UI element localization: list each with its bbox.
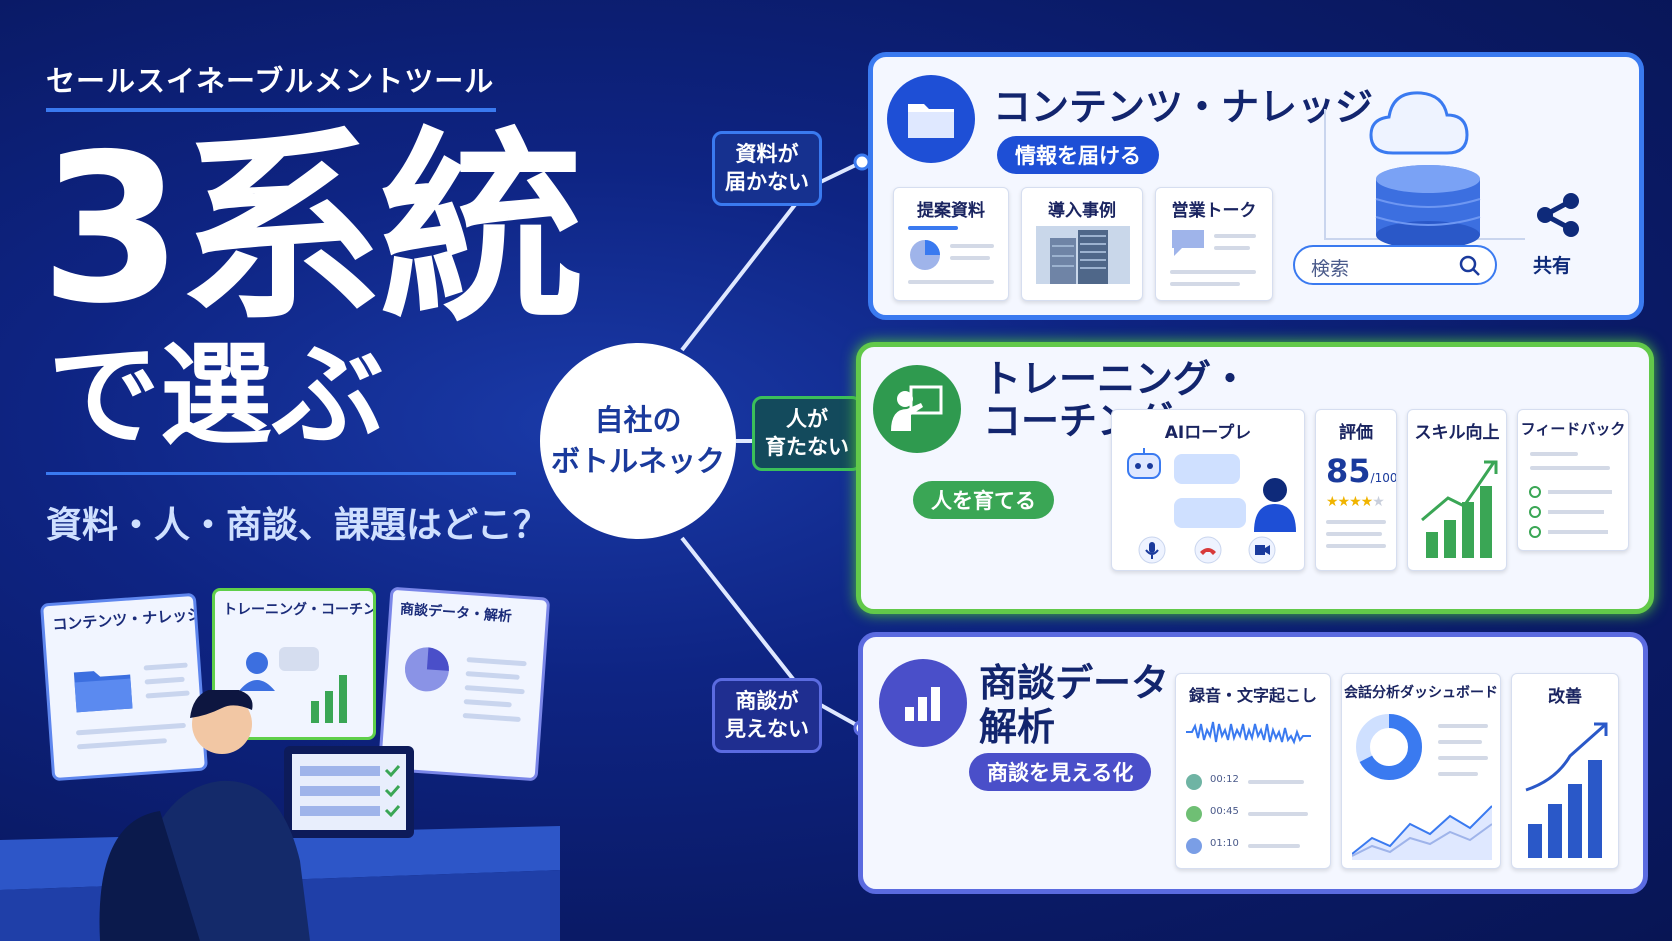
timestamp: 01:10 [1210,838,1239,849]
person-at-desk-illustration [0,690,560,941]
folder-icon [887,75,975,163]
card-title: 導入事例 [1048,201,1116,221]
timestamp: 00:45 [1210,806,1239,817]
hangup-icon[interactable] [1194,536,1222,564]
deal-card-improvement[interactable]: 改善 [1511,673,1619,869]
tag-docs-not-delivered: 資料が届かない [712,131,822,206]
tag-line1: 商談が [735,689,799,713]
tag-people-not-growing: 人が育たない [752,396,862,471]
robot-icon [1127,448,1161,479]
content-card-sales-talk[interactable]: 営業トーク [1155,187,1273,301]
headline-sub: で選ぶ [48,331,384,461]
tag-line1: 資料が [735,142,799,166]
panel-title-line1: 商談データ・ [979,661,1208,705]
card-title: 提案資料 [917,201,985,221]
deal-card-conversation-dashboard[interactable]: 会話分析ダッシュボード [1341,673,1501,869]
question-text: 資料・人・商談、課題はどこ？ [46,505,549,546]
tag-line1: 人が [786,407,828,431]
building-image [1036,226,1130,284]
training-card-feedback[interactable]: フィードバック [1517,409,1629,551]
tag-line2: 育たない [765,435,849,460]
hub-line1: 自社の [594,403,682,438]
growth-chart-icon [1525,722,1608,858]
panel-pill: 人を育てる [913,481,1054,519]
waveform-icon [1186,721,1311,745]
training-card-ai-roleplay[interactable]: AIロープレ [1111,409,1305,571]
card-title: 営業トーク [1171,201,1257,221]
card-title: フィードバック [1520,420,1626,438]
transcript-row: 00:12 [1186,772,1326,792]
speech-bubble-icon [1172,230,1204,256]
card-title: 録音・文字起こし [1188,686,1317,705]
person-chart-icon [239,647,347,723]
bottleneck-hub: 自社のボトルネック [540,343,736,539]
donut-chart-icon [1356,714,1422,780]
star-rating: ★★★★★ [1326,494,1385,510]
growth-chart-icon [1421,460,1498,558]
tag-line2: 届かない [725,170,809,195]
folder-icon [73,671,133,713]
deal-card-transcription[interactable]: 録音・文字起こし 00:12 00:45 01:10 [1175,673,1331,869]
video-icon[interactable] [1248,536,1276,564]
chat-bubble [1174,454,1240,484]
score-number: 85 [1326,452,1371,490]
score-max: /100 [1370,471,1397,485]
person-avatar [1254,478,1296,532]
card-title: AIロープレ [1164,423,1252,443]
hub-line2: ボトルネック [550,444,725,478]
share-icon[interactable] [1533,189,1585,241]
panel-title-line2: 解析 [979,705,1056,749]
timestamp: 00:12 [1210,774,1239,785]
panel-content-knowledge: コンテンツ・ナレッジ 情報を届ける 提案資料 導入事例 営業トーク 検索 [868,52,1644,320]
panel-title: コンテンツ・ナレッジ [993,85,1374,129]
search-placeholder: 検索 [1311,258,1350,280]
panel-title-line1: トレーニング・ [983,357,1250,401]
score-value: 85/100 [1326,452,1397,490]
content-card-case-study[interactable]: 導入事例 [1021,187,1143,301]
mini-card-label: トレーニング・コーチング [223,602,376,618]
area-chart-icon [1352,805,1492,860]
mini-card-deals: 商談データ・解析 [377,586,551,782]
panel-pill: 情報を届ける [997,136,1159,174]
mini-card-content: コンテンツ・ナレッジ [39,592,209,782]
card-title: スキル向上 [1414,423,1500,443]
bar-chart-icon [879,659,967,747]
headline-main: 3系統 [40,111,585,349]
tag-line2: 見えない [725,717,809,742]
card-title: 評価 [1339,423,1373,443]
search-input[interactable]: 検索 [1293,245,1497,285]
transcript-row: 00:45 [1186,804,1326,824]
checklist-icon [1529,486,1612,538]
kicker-text: セールスイネーブルメントツール [46,64,495,98]
training-card-skill-up[interactable]: スキル向上 [1407,409,1507,571]
tag-deals-not-visible: 商談が見えない [712,678,822,753]
share-label: 共有 [1533,255,1572,277]
transcript-row: 01:10 [1186,836,1326,856]
teacher-icon [873,365,961,453]
search-icon [1459,255,1480,276]
divider-line [46,472,516,475]
microphone-icon[interactable] [1138,536,1166,564]
training-card-evaluation[interactable]: 評価 85/100 ★★★★★ [1315,409,1397,571]
kicker-underline [46,108,496,112]
pie-chart-icon [404,647,449,692]
panel-pill: 商談を見える化 [969,753,1152,791]
panel-training-coaching: トレーニング・ コーチング 人を育てる AIロープレ 評価 85/100 ★★★… [856,342,1654,614]
pie-icon [910,240,940,270]
card-title: 会話分析ダッシュボード [1344,685,1498,701]
card-title: 改善 [1548,687,1582,707]
panel-deal-analytics: 商談データ・ 解析 商談を見える化 録音・文字起こし 00:12 00:45 0… [858,632,1648,894]
content-card-proposal[interactable]: 提案資料 [893,187,1009,301]
chat-bubble [1174,498,1246,528]
cloud-database-illustration [1324,91,1525,249]
